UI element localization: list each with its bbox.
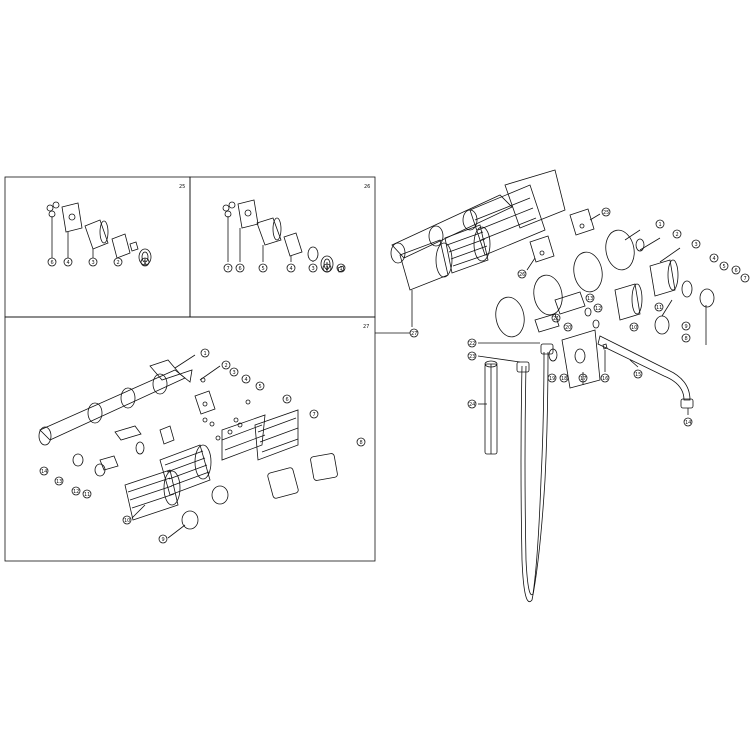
svg-text:11: 11 bbox=[656, 305, 662, 311]
svg-text:18: 18 bbox=[561, 376, 567, 382]
svg-text:4: 4 bbox=[713, 256, 716, 262]
svg-text:10: 10 bbox=[124, 518, 130, 524]
svg-text:16: 16 bbox=[602, 376, 608, 382]
panel-26-parts bbox=[222, 199, 345, 273]
panel-27-number: 27 bbox=[363, 324, 369, 330]
svg-text:1: 1 bbox=[659, 222, 662, 228]
svg-text:20: 20 bbox=[565, 325, 571, 331]
svg-text:9: 9 bbox=[685, 324, 688, 330]
svg-text:5: 5 bbox=[723, 264, 726, 270]
svg-text:2: 2 bbox=[117, 260, 120, 266]
panel-27-frame bbox=[4, 316, 376, 562]
svg-text:3: 3 bbox=[312, 266, 315, 272]
svg-text:7: 7 bbox=[227, 266, 230, 272]
svg-text:7: 7 bbox=[744, 276, 747, 282]
panel-26-callouts: 7 6 5 4 3 2 1 bbox=[223, 263, 346, 273]
panel-27-parts bbox=[38, 359, 338, 530]
svg-text:3: 3 bbox=[695, 242, 698, 248]
svg-text:8: 8 bbox=[685, 336, 688, 342]
svg-text:17: 17 bbox=[580, 376, 586, 382]
svg-text:11: 11 bbox=[84, 492, 90, 498]
svg-text:26: 26 bbox=[519, 272, 525, 278]
svg-text:23: 23 bbox=[469, 354, 475, 360]
svg-text:1: 1 bbox=[144, 260, 147, 266]
svg-text:13: 13 bbox=[587, 296, 593, 302]
panel-26-frame bbox=[189, 176, 376, 318]
svg-text:5: 5 bbox=[259, 384, 262, 390]
svg-text:4: 4 bbox=[245, 377, 248, 383]
svg-text:24: 24 bbox=[469, 402, 475, 408]
svg-text:15: 15 bbox=[635, 372, 641, 378]
svg-text:25: 25 bbox=[603, 210, 609, 216]
svg-text:14: 14 bbox=[685, 420, 691, 426]
panel-25-number: 25 bbox=[179, 184, 185, 190]
svg-text:1: 1 bbox=[204, 351, 207, 357]
svg-text:7: 7 bbox=[313, 412, 316, 418]
svg-text:21: 21 bbox=[553, 316, 559, 322]
panel-26-number: 26 bbox=[364, 184, 370, 190]
svg-text:2: 2 bbox=[676, 232, 679, 238]
svg-text:14: 14 bbox=[41, 469, 47, 475]
svg-text:6: 6 bbox=[735, 268, 738, 274]
svg-text:3: 3 bbox=[233, 370, 236, 376]
svg-text:9: 9 bbox=[162, 537, 165, 543]
main-assembly-parts bbox=[390, 169, 715, 602]
svg-text:27: 27 bbox=[411, 331, 417, 337]
main-assembly-callouts: 1 2 3 4 5 6 7 8 9 10 11 12 13 14 15 16 1… bbox=[409, 207, 750, 427]
svg-text:2: 2 bbox=[326, 266, 329, 272]
panel-25-callouts: 6 4 3 2 1 bbox=[47, 257, 150, 267]
svg-text:10: 10 bbox=[631, 325, 637, 331]
svg-text:3: 3 bbox=[92, 260, 95, 266]
svg-text:4: 4 bbox=[67, 260, 70, 266]
svg-text:13: 13 bbox=[56, 479, 62, 485]
svg-text:1: 1 bbox=[340, 266, 343, 272]
svg-text:6: 6 bbox=[51, 260, 54, 266]
panel-frames bbox=[4, 176, 410, 562]
svg-text:6: 6 bbox=[286, 397, 289, 403]
svg-text:8: 8 bbox=[360, 440, 363, 446]
svg-text:2: 2 bbox=[225, 363, 228, 369]
svg-text:12: 12 bbox=[595, 306, 601, 312]
panel-27-callouts: 1 2 3 4 5 6 7 8 9 10 11 12 13 14 bbox=[39, 348, 366, 544]
svg-text:5: 5 bbox=[262, 266, 265, 272]
svg-text:22: 22 bbox=[469, 341, 475, 347]
panel-25-parts bbox=[46, 201, 152, 266]
svg-text:4: 4 bbox=[290, 266, 293, 272]
svg-text:19: 19 bbox=[549, 376, 555, 382]
svg-text:12: 12 bbox=[73, 489, 79, 495]
svg-text:6: 6 bbox=[239, 266, 242, 272]
